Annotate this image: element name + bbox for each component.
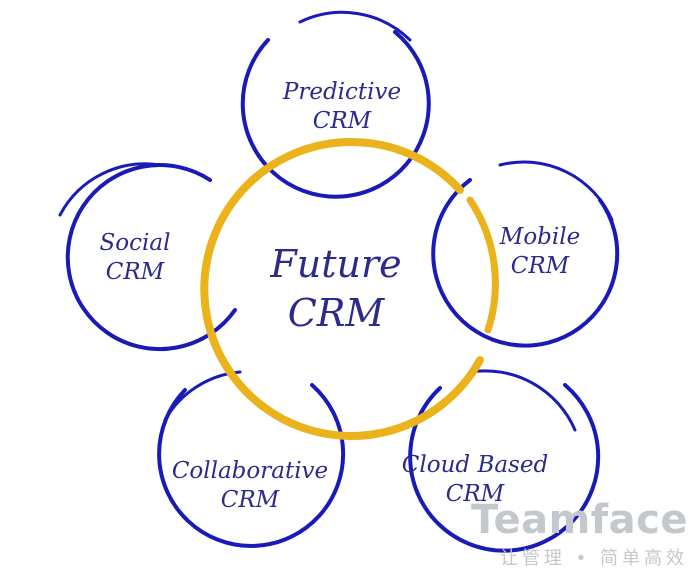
node-label-mobile: Mobile CRM — [450, 223, 630, 281]
ring-predictive — [240, 10, 431, 199]
node-label-line2: CRM — [105, 258, 165, 285]
watermark-brand: Teamface — [470, 497, 688, 543]
center-label: Future CRM — [206, 240, 466, 339]
node-label-line2: CRM — [312, 107, 372, 134]
node-label-line1: Cloud Based — [401, 452, 549, 478]
ring-mobile — [431, 160, 620, 348]
node-label-line1: Predictive — [282, 79, 402, 105]
watermark-tagline: 让管理 • 简单高效 — [499, 548, 688, 569]
node-label-line2: CRM — [220, 486, 280, 513]
ring-center — [200, 137, 499, 440]
node-label-predictive: Predictive CRM — [252, 78, 432, 136]
node-label-cloud-based: Cloud Based CRM — [385, 451, 565, 509]
node-label-social: Social CRM — [45, 229, 225, 287]
node-label-collaborative: Collaborative CRM — [160, 457, 340, 515]
node-label-line2: CRM — [510, 252, 570, 279]
node-label-line1: Social — [99, 230, 171, 256]
center-label-line2: CRM — [287, 291, 385, 336]
center-label-line1: Future — [270, 242, 402, 286]
node-label-line2: CRM — [445, 480, 505, 507]
node-label-line1: Collaborative — [171, 458, 329, 484]
ring-cloud-based — [408, 369, 601, 553]
node-label-line1: Mobile — [499, 224, 581, 250]
watermark: Teamface 让管理 • 简单高效 — [471, 500, 688, 570]
ring-social — [58, 162, 237, 352]
